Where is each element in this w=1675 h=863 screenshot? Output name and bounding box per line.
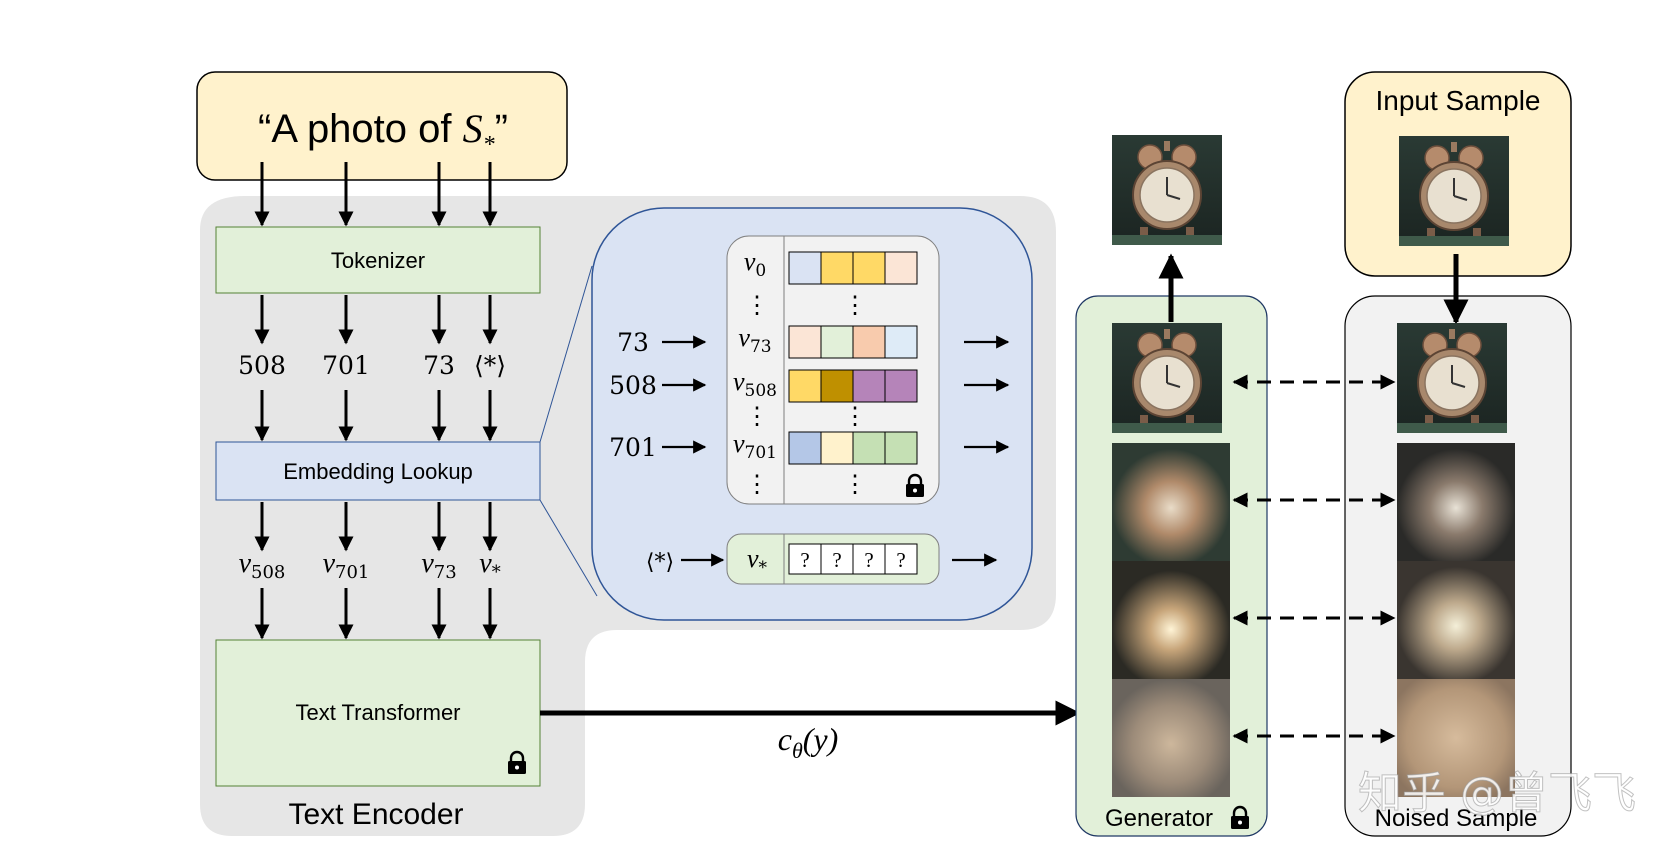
ellipsis: ⋮ <box>843 402 867 430</box>
unknown-cells: ???? <box>788 543 918 575</box>
embedding-cell <box>852 251 886 285</box>
noised-frame <box>1397 679 1515 797</box>
zoom-line <box>539 265 593 443</box>
embedding-row-label: v0 <box>744 247 766 281</box>
embedding-row-labels: v0 v73 v508 v701 <box>733 247 777 463</box>
lookup-input: 701 <box>609 433 657 462</box>
watermark: 知乎 @曾飞飞 <box>1358 768 1636 819</box>
embedding-cell <box>884 431 918 465</box>
generator-label: Generator <box>1105 805 1213 832</box>
text-transformer-box <box>215 639 541 787</box>
embedding-cells-v0 <box>788 251 918 285</box>
embedding-vector: v73 <box>421 548 456 583</box>
ellipsis-marks: ⋮ ⋮ ⋮ ⋮ ⋮ ⋮ <box>745 291 867 498</box>
ellipsis: ⋮ <box>843 470 867 498</box>
token-ids: 508 701 73 ⟨*⟩ <box>238 351 506 380</box>
embedding-cell <box>788 251 822 285</box>
embedding-cell <box>788 325 822 359</box>
unknown-cell-mark: ? <box>832 548 841 572</box>
unknown-cell <box>884 543 918 575</box>
star-token: ⟨*⟩ <box>646 550 674 575</box>
noised-frame <box>1397 443 1515 561</box>
lookup-input: 73 <box>617 328 649 357</box>
embedding-vector: v701 <box>323 548 370 583</box>
token-arrows <box>254 162 498 640</box>
embedding-cell <box>820 369 854 403</box>
ellipsis: ⋮ <box>745 402 769 430</box>
conditioning-label: cθ(y) <box>778 721 839 763</box>
embedding-row-label: v73 <box>738 323 771 357</box>
text-transformer-label: Text Transformer <box>295 700 460 725</box>
embedding-cells-v73 <box>788 325 918 359</box>
embedding-cell <box>884 325 918 359</box>
tokenizer-label: Tokenizer <box>331 248 425 273</box>
embedding-vectors: v508 v701 v73 v* <box>239 548 501 583</box>
embedding-cell <box>852 431 886 465</box>
unknown-cell-mark: ? <box>896 548 905 572</box>
embedding-lookup-label: Embedding Lookup <box>283 459 473 484</box>
unknown-cell <box>852 543 886 575</box>
output-image <box>1111 134 1223 246</box>
embedding-lookup-box <box>215 441 541 501</box>
unknown-cell-mark: ? <box>800 548 809 572</box>
embedding-cell <box>852 325 886 359</box>
token-id: ⟨*⟩ <box>474 351 506 380</box>
generated-frame <box>1111 322 1223 434</box>
noised-frame <box>1397 561 1515 679</box>
noised-frame <box>1396 322 1508 434</box>
embedding-cell <box>884 251 918 285</box>
prompt-box <box>196 71 568 181</box>
embedding-cell <box>788 431 822 465</box>
prompt-text: “A photo of S*” <box>258 106 508 158</box>
embedding-vector: v* <box>479 548 500 583</box>
noised-frames <box>1396 322 1515 797</box>
token-id: 508 <box>238 351 286 380</box>
noised-sample-label: Noised Sample <box>1375 805 1538 832</box>
embedding-row-label: v701 <box>733 429 777 463</box>
embedding-row-label: v508 <box>733 367 777 401</box>
embedding-cell <box>820 431 854 465</box>
embedding-cells-v701 <box>788 431 918 465</box>
input-sample-label: Input Sample <box>1376 85 1541 116</box>
unknown-cell-mark: ? <box>864 548 873 572</box>
embedding-cells-v508 <box>788 369 918 403</box>
star-embedding-label: v* <box>747 544 768 578</box>
lookup-arrows <box>662 335 1010 567</box>
generated-frame <box>1112 443 1230 561</box>
generated-frame <box>1112 679 1230 797</box>
embedding-cell <box>820 325 854 359</box>
token-id: 73 <box>423 351 455 380</box>
ellipsis: ⋮ <box>745 291 769 319</box>
embedding-cell <box>788 369 822 403</box>
embedding-cell <box>852 369 886 403</box>
ellipsis: ⋮ <box>843 291 867 319</box>
unknown-cell <box>820 543 854 575</box>
correspondence-arrows <box>1232 374 1396 744</box>
generated-frame <box>1112 561 1230 679</box>
zoom-line <box>539 499 598 597</box>
generator-frames <box>1111 322 1230 797</box>
embedding-vector: v508 <box>239 548 286 583</box>
embedding-cell <box>884 369 918 403</box>
tokenizer-box <box>215 226 541 294</box>
token-id: 701 <box>322 351 370 380</box>
lookup-inputs: 73 508 701 <box>609 328 657 462</box>
text-encoder-caption: Text Encoder <box>288 798 463 831</box>
input-sample-image <box>1398 135 1510 247</box>
embedding-cell <box>820 251 854 285</box>
ellipsis: ⋮ <box>745 470 769 498</box>
lookup-input: 508 <box>609 371 657 400</box>
